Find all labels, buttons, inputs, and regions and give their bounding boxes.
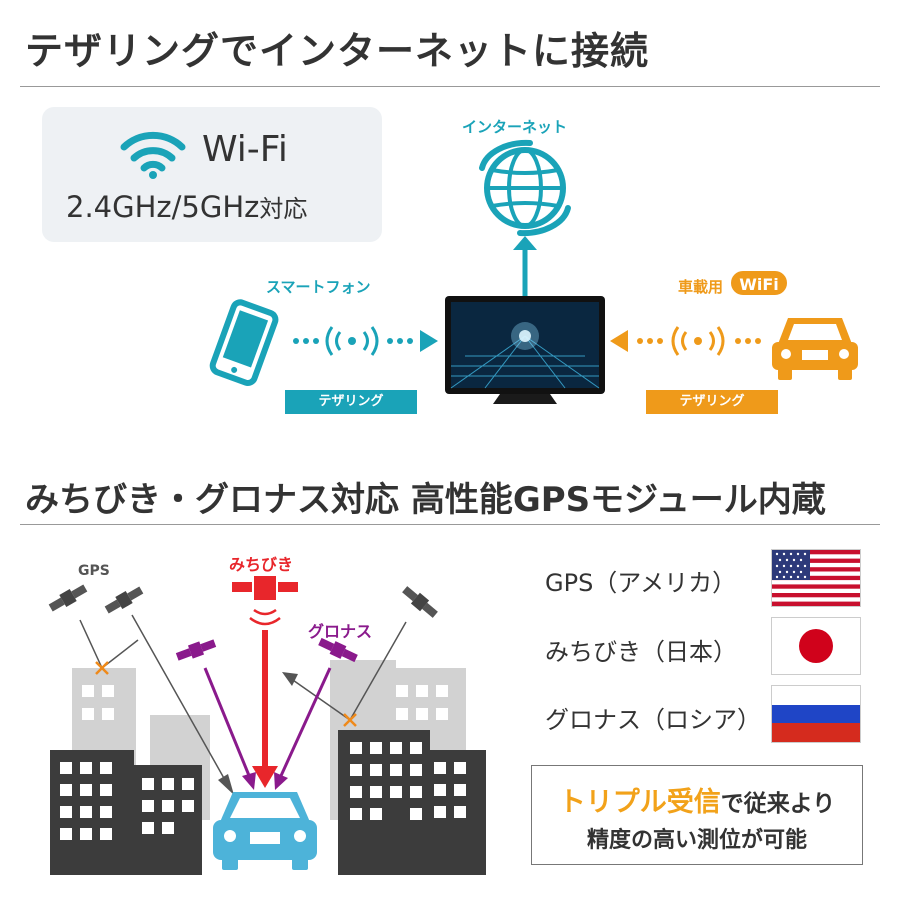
section-title-tethering: テザリングでインターネットに接続	[25, 29, 650, 73]
wifi-title: Wi-Fi	[202, 129, 288, 170]
orange-signal-arrow	[610, 326, 761, 356]
triple-line1: トリプル受信で従来より	[558, 787, 836, 818]
wifi-info-box: Wi-Fi 2.4GHz/5GHz対応	[42, 107, 382, 242]
globe-icon	[479, 139, 571, 237]
system-label-gps: GPS（アメリカ）	[545, 569, 737, 597]
wifi-icon	[120, 131, 186, 179]
triple-reception-box: トリプル受信で従来より 精度の高い測位が可能	[531, 765, 863, 865]
smartphone-label: スマートフォン	[266, 278, 371, 296]
wifi-bands: 2.4GHz/5GHz対応	[66, 190, 308, 224]
section-title-gps: みちびき・グロナス対応 高性能GPSモジュール内蔵	[25, 480, 826, 520]
tethering-label-left: テザリング	[285, 390, 417, 414]
glonass-satellite-label: グロナス	[308, 622, 373, 641]
michibiki-satellite-label: みちびき	[229, 555, 294, 574]
gps-satellite-label: GPS	[78, 563, 110, 579]
tethering-label-right: テザリング	[646, 390, 778, 414]
japan-flag	[772, 618, 860, 674]
triple-line2: 精度の高い測位が可能	[586, 828, 807, 853]
russia-flag	[772, 686, 860, 742]
system-label-michibiki: みちびき（日本）	[545, 638, 737, 666]
section-divider	[20, 86, 880, 87]
internet-label: インターネット	[462, 118, 568, 136]
triple-accent: トリプル受信	[558, 787, 721, 818]
wifi-badge: WiFi	[731, 271, 787, 295]
teal-signal-arrow	[293, 326, 438, 356]
system-label-glonass: グロナス（ロシア）	[545, 706, 761, 734]
smartphone-icon	[209, 299, 279, 386]
navigation-monitor	[445, 296, 605, 404]
car-wifi-label: 車載用	[678, 278, 724, 296]
section-divider	[20, 524, 880, 525]
gps-diagram	[48, 576, 486, 875]
usa-flag	[772, 550, 860, 606]
car-icon-orange	[772, 318, 858, 380]
